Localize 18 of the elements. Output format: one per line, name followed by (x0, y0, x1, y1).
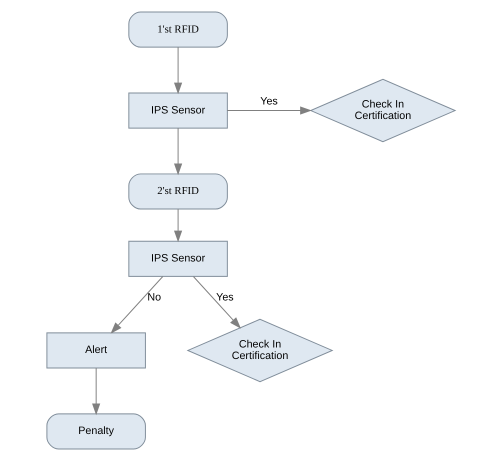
node-box: 1'st RFID (128, 12, 228, 48)
arrow (173, 208, 182, 242)
arrow (226, 106, 312, 115)
node-box: IPS Sensor (128, 240, 228, 277)
edge-label: Yes (216, 292, 234, 304)
arrow (92, 368, 100, 416)
node-diamond: Check In Certification (309, 78, 456, 142)
node-diamond: Check In Certification (186, 318, 333, 382)
node-box: 2'st RFID (128, 173, 228, 210)
edge-label: Yes (260, 95, 278, 108)
node-box: Alert (46, 332, 146, 369)
arrow (173, 46, 182, 94)
node-box: Penalty (46, 413, 146, 450)
arrow (110, 276, 163, 334)
arrow (192, 276, 241, 329)
arrow (173, 128, 182, 176)
node-box: IPS Sensor (128, 92, 228, 129)
edge-label: No (146, 292, 161, 304)
